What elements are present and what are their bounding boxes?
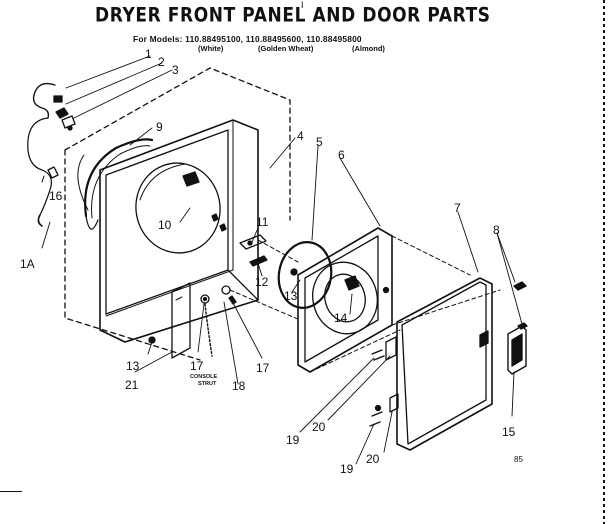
callout-1a: 1A xyxy=(20,257,35,271)
door-gasket-ring xyxy=(77,138,154,230)
variant-almond: (Almond) xyxy=(352,44,385,53)
console-strut-label-2: STRUT xyxy=(198,381,217,387)
callout-numbers: 1 2 3 9 4 5 6 7 8 16 10 11 12 13 14 1A 1… xyxy=(20,47,516,476)
wire-harness xyxy=(27,82,76,227)
connection-lines xyxy=(229,235,501,373)
callout-6: 6 xyxy=(338,148,345,162)
callout-2: 2 xyxy=(158,55,165,69)
callout-10: 10 xyxy=(158,218,172,232)
inner-door-panel xyxy=(277,227,393,373)
callout-19-lower: 19 xyxy=(340,462,354,476)
page-code: 85 xyxy=(514,455,523,464)
callout-13-door: 13 xyxy=(284,289,298,303)
callout-7: 7 xyxy=(454,201,461,215)
outer-door-panel xyxy=(369,277,528,451)
corner-mark: I xyxy=(301,0,304,10)
callout-3: 3 xyxy=(172,63,179,77)
callout-19-upper: 19 xyxy=(286,433,300,447)
model-numbers: For Models: 110.88495100, 110.88495600, … xyxy=(133,34,362,44)
callout-20-upper: 20 xyxy=(312,420,326,434)
callout-4: 4 xyxy=(297,129,304,143)
front-panel xyxy=(99,119,259,343)
variant-white: (White) xyxy=(198,44,224,53)
callout-9: 9 xyxy=(156,120,163,134)
callout-20-lower: 20 xyxy=(366,452,380,466)
callout-15: 15 xyxy=(502,425,516,439)
callout-5: 5 xyxy=(316,135,323,149)
callout-18: 18 xyxy=(232,379,246,393)
callout-16: 16 xyxy=(49,189,63,203)
callout-11: 11 xyxy=(256,215,269,229)
callout-17-left: 17 xyxy=(190,359,204,373)
callout-8: 8 xyxy=(493,223,500,237)
left-edge-rule xyxy=(0,491,22,492)
console-strut xyxy=(148,282,237,359)
callout-21: 21 xyxy=(125,378,139,392)
console-strut-label-1: CONSOLE xyxy=(190,374,218,380)
callout-13-panel: 13 xyxy=(126,359,140,373)
leader-lines xyxy=(41,55,523,465)
callout-14: 14 xyxy=(334,311,348,325)
callout-12: 12 xyxy=(255,275,269,289)
variant-golden-wheat: (Golden Wheat) xyxy=(258,44,314,53)
hinge-bracket xyxy=(239,234,268,267)
right-edge-rule xyxy=(603,0,605,524)
front-panel-outline xyxy=(64,67,291,361)
diagram-title: DRYER FRONT PANEL AND DOOR PARTS xyxy=(95,4,491,27)
callout-1: 1 xyxy=(145,47,152,61)
callout-17-right: 17 xyxy=(256,361,270,375)
